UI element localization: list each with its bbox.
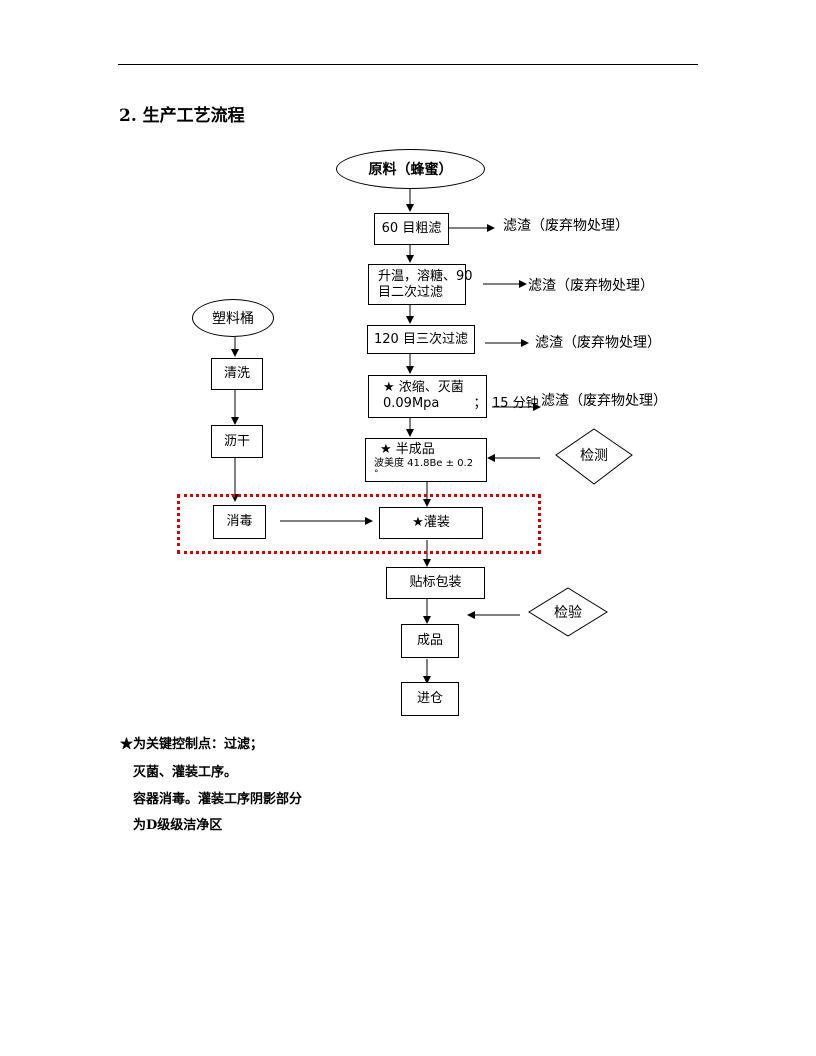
side-step1-label: 清洗 [223, 366, 250, 381]
step-semi-finished: ★ 半成品 波美度 41.8Be ± 0.2 ° [365, 438, 487, 482]
step2-line1: 升温，溶糖、90 [378, 269, 473, 284]
inspect2-label: 检验 [554, 605, 582, 621]
side-step2-label: 沥干 [223, 433, 250, 449]
step2-line2: 目二次过滤 [378, 285, 444, 300]
inspect1-diamond [555, 428, 633, 485]
note-line-4: 为D级级洁净区 [133, 818, 223, 833]
header-rule [118, 64, 698, 65]
step4-line1: ★ 浓缩、灭菌 [383, 380, 464, 395]
step-third-filter: 120 目三次过滤 [367, 325, 475, 354]
side-step-drain: 沥干 [211, 425, 263, 458]
side-step-disinfect: 消毒 [213, 505, 266, 539]
start-label: 原料（蜂蜜） [368, 162, 453, 178]
time-label: 15 分钟 [492, 396, 539, 411]
inspect2-diamond [528, 587, 608, 637]
section-heading: 2. 生产工艺流程 [119, 106, 245, 126]
inspect1-label: 检测 [580, 448, 608, 464]
side-start-label: 塑料桶 [212, 311, 254, 327]
step6-label: ★灌装 [412, 515, 450, 530]
residue-output-1: 滤渣（废弃物处理） [503, 218, 629, 234]
step-labeling-packing: 贴标包装 [386, 567, 485, 599]
step5-line1: ★ 半成品 [380, 442, 435, 457]
step3-label: 120 目三次过滤 [374, 331, 468, 347]
note-line-1: ★为关键控制点：过滤； [120, 737, 264, 752]
step-warehouse: 进仓 [401, 682, 459, 716]
step9-label: 进仓 [416, 691, 443, 706]
step-heat-filter: 升温，溶糖、90 目二次过滤 [368, 264, 473, 305]
start-raw-material: 原料（蜂蜜） [336, 149, 485, 189]
side-step-wash: 清洗 [211, 358, 263, 390]
step8-label: 成品 [416, 633, 443, 648]
side-start-plastic-bucket: 塑料桶 [192, 299, 274, 337]
step-filling: ★灌装 [379, 507, 483, 539]
step7-label: 贴标包装 [409, 575, 462, 590]
clean-zone-boundary [177, 494, 541, 554]
step4-mark: ； [473, 396, 487, 411]
step-finished-product: 成品 [401, 624, 459, 658]
step5-line3: ° [374, 469, 379, 479]
step1-label: 60 目粗滤 [381, 221, 442, 236]
step-concentrate-sterilize: ★ 浓缩、灭菌 0.09Mpa ； [368, 375, 487, 418]
step-coarse-filter: 60 目粗滤 [374, 213, 449, 245]
residue-output-3: 滤渣（废弃物处理） [535, 335, 661, 351]
residue-output-2: 滤渣（废弃物处理） [528, 278, 654, 294]
residue-output-4: 滤渣（废弃物处理） [541, 393, 667, 409]
note-line-3: 容器消毒。灌装工序阴影部分 [133, 792, 303, 807]
step4-line2: 0.09Mpa [383, 396, 440, 411]
side-step3-label: 消毒 [226, 514, 253, 529]
step5-line2: 波美度 41.8Be ± 0.2 [374, 458, 474, 469]
note-line-2: 灭菌、灌装工序。 [133, 765, 238, 780]
